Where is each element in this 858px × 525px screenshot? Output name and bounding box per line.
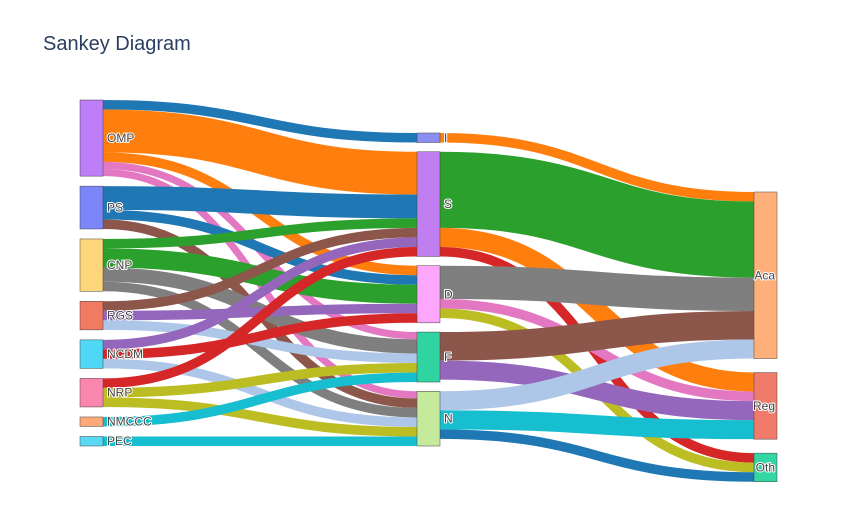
link-ps-d[interactable] bbox=[102, 209, 418, 285]
link-rgs-f[interactable] bbox=[102, 320, 418, 363]
node-i[interactable] bbox=[416, 132, 441, 143]
node-rgs[interactable] bbox=[79, 301, 104, 331]
link-rgs-s[interactable] bbox=[102, 227, 418, 311]
link-f-reg[interactable] bbox=[439, 360, 755, 421]
node-label-oth: Oth bbox=[756, 460, 775, 474]
node-omp[interactable] bbox=[79, 99, 104, 177]
link-i-aca[interactable] bbox=[439, 133, 755, 202]
node-aca[interactable] bbox=[753, 191, 778, 359]
link-d-aca[interactable] bbox=[439, 265, 755, 311]
node-reg[interactable] bbox=[753, 372, 778, 440]
link-ps-s[interactable] bbox=[102, 186, 418, 219]
link-cnp-s[interactable] bbox=[102, 218, 418, 249]
node-ncdm[interactable] bbox=[79, 339, 104, 369]
node-label-f: F bbox=[444, 350, 451, 364]
node-nrp[interactable] bbox=[79, 378, 104, 408]
link-nrp-f[interactable] bbox=[102, 362, 418, 398]
node-nmccc[interactable] bbox=[79, 416, 104, 427]
link-f-aca[interactable] bbox=[439, 310, 755, 361]
node-label-cnp: CNP bbox=[107, 258, 132, 272]
node-label-s: S bbox=[444, 197, 452, 211]
link-cnp-n[interactable] bbox=[102, 281, 418, 418]
node-label-pec: PEC bbox=[107, 434, 132, 448]
node-label-ncdm: NCDM bbox=[107, 347, 143, 361]
link-omp-s[interactable] bbox=[102, 109, 418, 195]
link-cnp-d[interactable] bbox=[102, 248, 418, 304]
node-label-reg: Reg bbox=[753, 399, 775, 413]
node-s[interactable] bbox=[416, 151, 441, 257]
node-cnp[interactable] bbox=[79, 238, 104, 292]
node-label-omp: OMP bbox=[107, 131, 134, 145]
nodes-layer bbox=[79, 99, 778, 482]
link-ncdm-s[interactable] bbox=[102, 237, 418, 350]
node-d[interactable] bbox=[416, 265, 441, 324]
node-label-ps: PS bbox=[107, 201, 123, 215]
node-label-aca: Aca bbox=[754, 268, 775, 282]
node-f[interactable] bbox=[416, 331, 441, 383]
node-label-d: D bbox=[444, 287, 453, 301]
link-n-reg[interactable] bbox=[439, 410, 755, 440]
node-label-nrp: NRP bbox=[107, 386, 132, 400]
link-n-aca[interactable] bbox=[439, 339, 755, 411]
node-pec[interactable] bbox=[79, 436, 104, 447]
node-n[interactable] bbox=[416, 391, 441, 447]
link-ncdm-n[interactable] bbox=[102, 358, 418, 427]
link-omp-i[interactable] bbox=[102, 100, 418, 143]
link-n-oth[interactable] bbox=[439, 429, 755, 482]
node-label-i: I bbox=[444, 131, 447, 145]
link-s-aca[interactable] bbox=[439, 151, 755, 278]
link-nmccc-f[interactable] bbox=[102, 372, 418, 427]
node-oth[interactable] bbox=[753, 452, 778, 482]
link-ncdm-d[interactable] bbox=[102, 313, 418, 359]
node-ps[interactable] bbox=[79, 185, 104, 230]
node-label-rgs: RGS bbox=[107, 309, 133, 323]
chart-title: Sankey Diagram bbox=[43, 33, 191, 55]
link-nrp-s[interactable] bbox=[102, 246, 418, 388]
node-label-nmccc: NMCCC bbox=[107, 415, 152, 429]
link-nrp-n[interactable] bbox=[102, 397, 418, 437]
links-layer bbox=[102, 100, 755, 482]
node-label-n: N bbox=[444, 412, 453, 426]
link-s-reg[interactable] bbox=[439, 227, 755, 392]
